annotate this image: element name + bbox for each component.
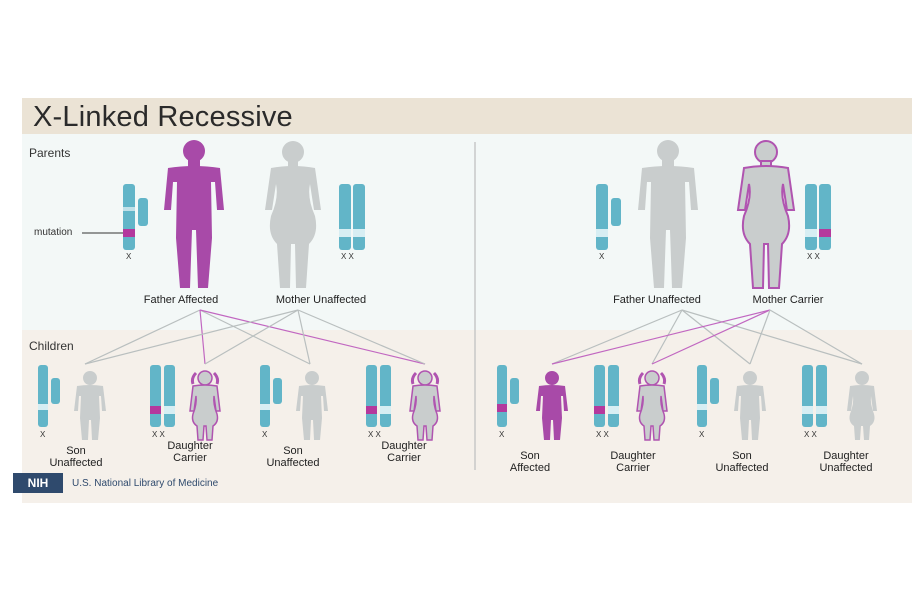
left-child-3-x-label: X bbox=[262, 430, 268, 439]
left-father-chromosomes bbox=[123, 184, 148, 250]
nih-logo: NIH bbox=[13, 473, 63, 493]
left-mother-chromosomes bbox=[339, 184, 365, 250]
mutation-label: mutation bbox=[34, 227, 73, 238]
left-inheritance-lines bbox=[84, 309, 426, 365]
left-child-4-daughter-carrier bbox=[366, 365, 442, 442]
right-father-x-label: X bbox=[599, 252, 605, 261]
nlm-credit: U.S. National Library of Medicine bbox=[72, 478, 219, 489]
right-father-chromosomes bbox=[596, 184, 621, 250]
father-affected-figure bbox=[164, 140, 224, 288]
left-child-3-son-unaffected bbox=[260, 365, 328, 440]
right-child-1-x-label: X bbox=[499, 430, 505, 439]
mother-unaffected-figure bbox=[265, 141, 321, 288]
mother-unaffected-caption: Mother Unaffected bbox=[275, 294, 367, 306]
left-father-x-label: X bbox=[126, 252, 132, 261]
right-child-1-son-affected bbox=[497, 365, 568, 440]
diagram-title: X-Linked Recessive bbox=[33, 101, 293, 133]
mother-carrier-caption: Mother Carrier bbox=[752, 294, 824, 306]
right-mother-chromosomes bbox=[805, 184, 831, 250]
title-bar bbox=[22, 98, 912, 134]
father-unaffected-figure bbox=[638, 140, 698, 288]
right-child-2-xx-label: X X bbox=[596, 430, 609, 439]
father-affected-caption: Father Affected bbox=[143, 294, 219, 306]
left-child-2-xx-label: X X bbox=[152, 430, 165, 439]
parents-heading: Parents bbox=[29, 146, 71, 160]
right-inheritance-lines bbox=[551, 309, 863, 365]
right-child-3-x-label: X bbox=[699, 430, 705, 439]
right-child-2-daughter-carrier bbox=[594, 365, 669, 442]
right-child-3-son-unaffected bbox=[697, 365, 766, 440]
left-child-1-son-unaffected bbox=[38, 365, 106, 440]
right-child-4-xx-label: X X bbox=[804, 430, 817, 439]
left-child-2-daughter-carrier bbox=[150, 365, 222, 442]
father-unaffected-caption: Father Unaffected bbox=[613, 294, 701, 306]
right-child-4-daughter-unaffected bbox=[802, 365, 877, 440]
left-child-1-x-label: X bbox=[40, 430, 46, 439]
left-mother-xx-label: X X bbox=[341, 252, 354, 261]
left-child-4-xx-label: X X bbox=[368, 430, 381, 439]
mother-carrier-figure bbox=[737, 140, 795, 289]
right-mother-xx-label: X X bbox=[807, 252, 820, 261]
children-heading: Children bbox=[29, 339, 74, 353]
